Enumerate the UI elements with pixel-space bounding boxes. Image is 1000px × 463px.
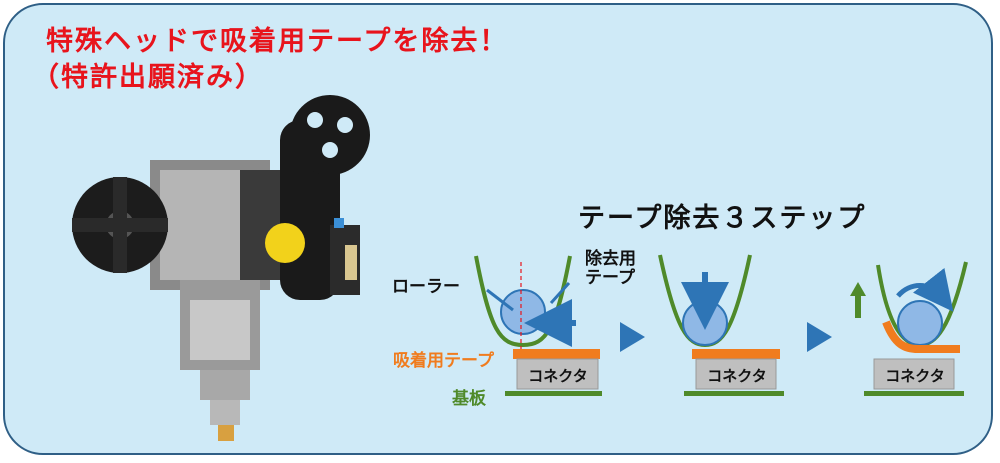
roller-pointer	[486, 288, 514, 312]
removal-tape-label: 除去用 テープ	[585, 250, 636, 288]
connector-block	[873, 358, 955, 390]
roller-icon	[897, 300, 943, 346]
removal-tape-label-line2: テープ	[585, 268, 635, 288]
next-step-arrow-icon	[620, 322, 645, 352]
top-reel-icon	[290, 95, 370, 175]
left-reel-icon	[72, 177, 168, 273]
connector-label-3: コネクタ	[885, 367, 945, 385]
substrate-bar	[505, 391, 602, 396]
roller-label: ローラー	[392, 277, 460, 297]
substrate-label: 基板	[452, 389, 486, 409]
roller-icon	[682, 300, 728, 346]
peeled-adhesive-tape	[882, 320, 960, 353]
adhesive-tape-label: 吸着用テープ	[393, 351, 494, 371]
substrate-bar	[684, 391, 784, 396]
step-2	[658, 254, 784, 396]
roller-icon	[500, 289, 546, 335]
substrate-bar	[864, 391, 964, 396]
headline: 特殊ヘッドで吸着用テープを除去！ （特許出願済み）	[32, 24, 509, 96]
yellow-knob-icon	[265, 223, 305, 263]
removal-tape-label-line1: 除去用	[585, 249, 636, 269]
connector-block	[695, 358, 777, 390]
rotate-arrow-icon	[896, 267, 954, 312]
connector-label-2: コネクタ	[707, 367, 767, 385]
step-3	[850, 261, 968, 396]
connector-block	[516, 358, 599, 390]
next-step-arrow-icon	[807, 322, 832, 352]
connector-label-1: コネクタ	[528, 367, 588, 385]
adhesive-tape-strip	[692, 349, 780, 359]
step-1	[474, 255, 602, 396]
adhesive-tape-strip	[513, 349, 600, 359]
headline-sub: （特許出願済み）	[32, 62, 264, 93]
steps-title: テープ除去３ステップ	[578, 203, 867, 234]
headline-main: 特殊ヘッドで吸着用テープを除去！	[46, 26, 509, 57]
